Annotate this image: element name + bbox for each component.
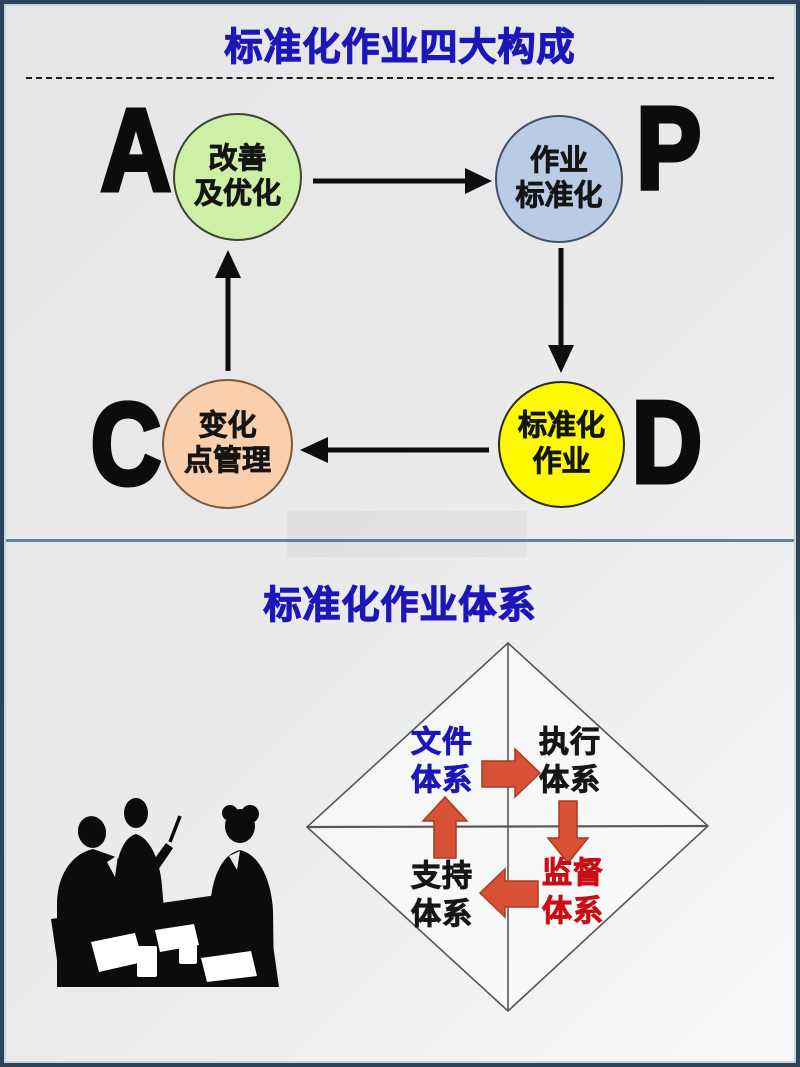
quadrant-supervision-system: 监督 体系 bbox=[528, 855, 618, 931]
flow-arrow-exec-to-superv bbox=[546, 800, 590, 865]
cycle-node-label: 改善 bbox=[208, 142, 267, 175]
quadrant-label-line: 支持 bbox=[411, 860, 473, 894]
cycle-node-label: 点管理 bbox=[183, 445, 272, 478]
cycle-node-label: 标准化 bbox=[517, 410, 606, 443]
arrow-a-to-p bbox=[313, 168, 492, 194]
pdca-letter-d: D bbox=[630, 377, 705, 507]
mug bbox=[179, 937, 197, 964]
flow-arrow-doc-to-exec bbox=[481, 747, 542, 799]
cycle-node-label: 变化 bbox=[198, 409, 257, 442]
cycle-node-change-management: 变化 点管理 bbox=[162, 379, 293, 509]
quadrant-label-line: 体系 bbox=[411, 764, 473, 798]
flow-arrow-supp-to-doc bbox=[421, 795, 469, 859]
paper bbox=[201, 951, 257, 982]
cycle-node-standardize-work: 作业 标准化 bbox=[495, 115, 623, 243]
paper bbox=[91, 933, 143, 972]
cycle-node-label: 作业 bbox=[529, 144, 589, 177]
pdca-letter-a: A bbox=[99, 85, 174, 215]
quadrant-label-line: 文件 bbox=[411, 726, 473, 760]
flow-arrow-superv-to-supp bbox=[478, 867, 539, 919]
quadrant-label-line: 体系 bbox=[542, 895, 604, 929]
section-title: 标准化作业体系 bbox=[263, 584, 537, 627]
quadrant-execution-system: 执行 体系 bbox=[525, 724, 615, 800]
arrow-p-to-d bbox=[548, 248, 574, 373]
section-separator bbox=[0, 539, 800, 542]
pdca-letter-p: P bbox=[634, 83, 703, 213]
quadrant-document-system: 文件 体系 bbox=[397, 724, 487, 800]
person-left-collar bbox=[107, 855, 118, 877]
quadrant-support-system: 支持 体系 bbox=[397, 858, 487, 934]
page-title: 标准化作业四大构成 bbox=[224, 26, 576, 69]
diamond-horizontal-axis bbox=[306, 824, 709, 829]
person-left-head bbox=[77, 816, 107, 848]
arrow-d-to-c bbox=[300, 437, 489, 463]
person-right-collar bbox=[229, 851, 240, 870]
dashed-divider bbox=[26, 77, 774, 79]
person-middle-arm bbox=[147, 843, 173, 877]
watermark-ghost bbox=[287, 511, 527, 557]
person-right-head bbox=[225, 809, 255, 843]
arrow-c-to-a bbox=[215, 250, 241, 371]
quadrant-label-line: 体系 bbox=[411, 898, 473, 932]
quadrant-label-line: 监督 bbox=[542, 857, 604, 891]
pdca-letter-c: C bbox=[89, 379, 164, 509]
system-diamond bbox=[305, 641, 710, 1013]
quadrant-label-line: 体系 bbox=[539, 764, 601, 798]
mug bbox=[137, 946, 157, 977]
cycle-node-improve: 改善 及优化 bbox=[173, 113, 302, 241]
meeting-people-illustration bbox=[51, 798, 279, 987]
quadrant-label-line: 执行 bbox=[539, 726, 601, 760]
cycle-node-label: 标准化 bbox=[515, 180, 603, 213]
cycle-node-label: 作业 bbox=[532, 445, 591, 478]
person-middle-head bbox=[124, 798, 148, 828]
cycle-node-label: 及优化 bbox=[193, 178, 282, 211]
pen bbox=[168, 815, 182, 843]
cycle-node-standard-operation: 标准化 作业 bbox=[498, 381, 625, 508]
